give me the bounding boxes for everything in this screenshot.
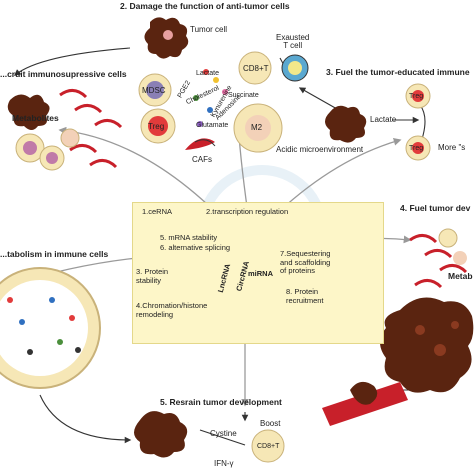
- exhausted-t-cell: [281, 54, 309, 82]
- treg-left-cell: [140, 108, 176, 144]
- left-cell-cluster: [7, 89, 123, 171]
- label-succinate: Succinate: [228, 92, 259, 99]
- heading-fuel-tumor-dev: 4. Fuel tumor dev: [400, 203, 471, 213]
- label-treg-right-bottom: Treg: [409, 145, 424, 152]
- label-glutamate: Glutamate: [196, 122, 229, 129]
- mdsc-cell: [138, 73, 172, 107]
- metabolite-dots-top: [193, 69, 228, 127]
- tumor-mass-bottom-right: [380, 297, 474, 393]
- label-acidic: Acidic microenvironment: [276, 145, 364, 154]
- mech-protein-recruitment: 8. Protein recruitment: [286, 287, 324, 305]
- cd8t-top-cell: [238, 51, 272, 85]
- mech-sequestering: 7.Sequestering and scaffolding of protei…: [280, 249, 331, 276]
- heading-restrain: 5. Resrain tumor development: [160, 397, 282, 407]
- label-cd8t-top: CD8+T: [243, 64, 269, 73]
- label-exhausted-t: Exausted T cell: [276, 33, 310, 50]
- label-cd8t-bottom: CD8+T: [257, 443, 280, 450]
- heading-damage-function: 2. Damage the function of anti-tumor cel…: [120, 1, 290, 11]
- label-more: More "s: [438, 143, 466, 152]
- tumor-cell-right: [325, 105, 367, 143]
- treg-right-top-cell: [405, 83, 431, 109]
- m2-cell: [233, 103, 283, 153]
- mechanisms-box: [132, 202, 384, 344]
- mech-protein-stability: 3. Protein stability: [136, 267, 169, 285]
- tumor-cell-top: [144, 17, 189, 59]
- label-tumor-cell: Tumor cell: [190, 25, 228, 34]
- cd8t-bottom-cell: [251, 429, 285, 463]
- label-cafs: CAFs: [192, 155, 212, 164]
- treg-right-bottom-cell: [405, 135, 431, 161]
- loop-arrows: [13, 47, 426, 446]
- right-cluster: [409, 228, 468, 289]
- blood-vessel: [322, 381, 408, 426]
- label-lactate: Lactate: [196, 70, 219, 77]
- rna-mirna: miRNA: [248, 269, 274, 278]
- mech-mrna-stability: 5. mRNA stability: [160, 233, 218, 242]
- label-m2: M2: [251, 123, 263, 132]
- mech-cerna: 1.ceRNA: [142, 207, 173, 216]
- heading-recruit-cells: ...cruit immunosupressive cells: [0, 69, 127, 79]
- cafs-cell: [185, 138, 216, 150]
- mech-chromatin: 4.Chromation/histone remodeling: [136, 301, 208, 319]
- label-metabolites-right: Metab: [448, 271, 473, 281]
- label-boost: Boost: [260, 419, 281, 428]
- label-treg-right-top: Treg: [409, 93, 424, 100]
- tumor-cell-bottom: [134, 411, 188, 458]
- label-metabolites-left: Metabolites: [12, 113, 59, 123]
- mech-transcription: 2.transcription regulation: [206, 207, 289, 216]
- mech-alt-splicing: 6. alternative splicing: [160, 243, 231, 252]
- heading-metabolism: ...tabolism in immune cells: [0, 249, 109, 259]
- immune-cell-large: [0, 267, 101, 389]
- label-lactate-right: Lactate: [370, 115, 397, 124]
- label-cystine: Cystine: [210, 429, 237, 438]
- label-treg-left: Treg: [148, 122, 165, 131]
- label-ifn: IFN-γ: [214, 459, 234, 468]
- heading-fuel-immune: 3. Fuel the tumor-educated immune: [326, 67, 470, 77]
- label-mdsc: MDSC: [142, 86, 166, 95]
